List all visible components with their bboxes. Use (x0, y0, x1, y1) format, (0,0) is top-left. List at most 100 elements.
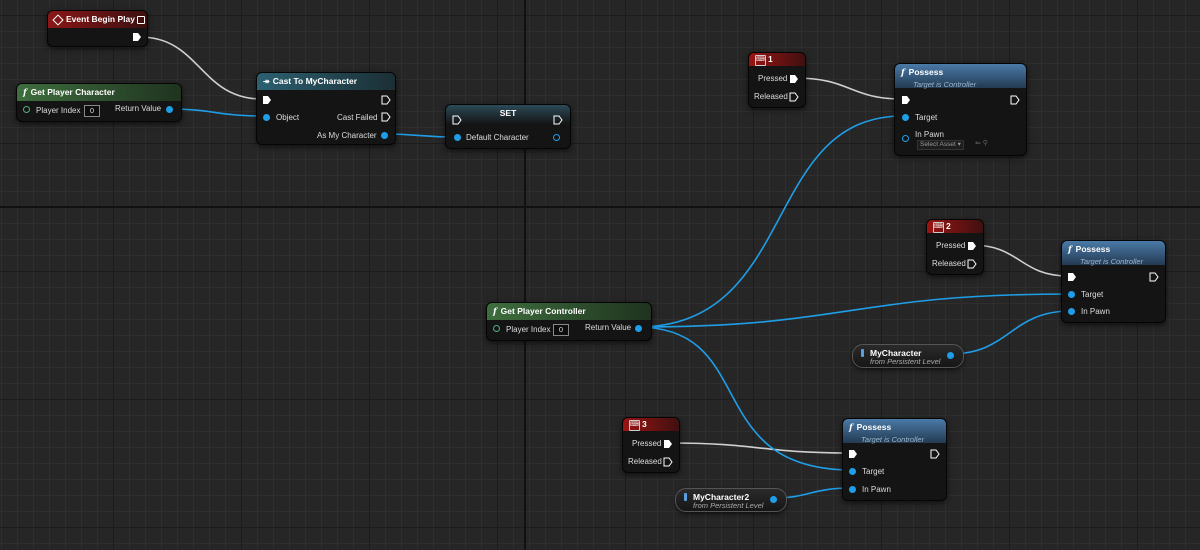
key-3-number: 3 (642, 419, 647, 429)
exec-wire-key2-to-possess2 (971, 244, 1069, 277)
mycharacter-output-pin[interactable] (947, 352, 954, 359)
set-exec-in-pin[interactable] (452, 115, 462, 125)
possess-1-exec-out-pin[interactable] (1010, 95, 1020, 105)
cast-exec-out-pin[interactable] (381, 95, 391, 105)
possess-3-subtitle: Target is Controller (861, 435, 925, 444)
possess-2-exec-out-pin[interactable] (1149, 272, 1159, 282)
grid-axis-vertical (524, 0, 526, 550)
event-begin-play-node[interactable]: Event Begin Play (47, 10, 148, 47)
possess-2-title: Possess (1075, 244, 1111, 254)
exec-wire-key1-to-possess1 (795, 77, 903, 100)
mycharacter-variable-node[interactable]: MyCharacter from Persistent Level (852, 344, 964, 368)
controller-player-index-pin[interactable] (493, 325, 500, 332)
keyboard-icon: ⌨ (629, 420, 640, 431)
possess-2-inpawn-label: In Pawn (1081, 307, 1110, 316)
possess-3-inpawn-label: In Pawn (862, 485, 891, 494)
mycharacter2-variable-node[interactable]: MyCharacter2 from Persistent Level (675, 488, 787, 512)
possess-3-target-pin[interactable] (849, 468, 856, 475)
mycharacter-source: from Persistent Level (870, 357, 941, 366)
mycharacter2-output-pin[interactable] (770, 496, 777, 503)
function-icon: f (849, 423, 853, 433)
key-3-released-label: Released (628, 457, 662, 466)
key-1-pressed-label: Pressed (758, 74, 788, 83)
set-node[interactable]: SET Default Character (445, 104, 571, 149)
cast-failed-label: Cast Failed (337, 113, 378, 122)
object-label: Object (276, 113, 300, 122)
browse-icon[interactable]: ⇐ ⚲ (975, 140, 988, 147)
player-index-label: Player Index (36, 106, 81, 115)
possess-3-exec-out-pin[interactable] (930, 449, 940, 459)
key-2-pressed-pin[interactable] (967, 241, 977, 251)
mycharacter2-source: from Persistent Level (693, 501, 764, 510)
possess-2-inpawn-pin[interactable] (1068, 308, 1075, 315)
key-2-released-label: Released (932, 259, 966, 268)
key-3-header: ⌨ 3 (623, 418, 679, 431)
object-pin[interactable] (263, 114, 270, 121)
set-exec-out-pin[interactable] (553, 115, 563, 125)
key-1-released-pin[interactable] (789, 92, 799, 102)
possess-1-exec-in-pin[interactable] (901, 95, 911, 105)
key-2-released-pin[interactable] (967, 259, 977, 269)
key-3-pressed-pin[interactable] (663, 439, 673, 449)
cast-to-mycharacter-node[interactable]: ↠Cast To MyCharacter Object Cast Failed … (256, 72, 396, 145)
possess-2-exec-in-pin[interactable] (1067, 272, 1077, 282)
key-2-number: 2 (946, 221, 951, 231)
possess-2-target-label: Target (1081, 290, 1104, 299)
default-character-label: Default Character (466, 133, 529, 142)
set-output-pin[interactable] (553, 134, 560, 141)
function-icon: f (493, 307, 497, 317)
data-wire-character-to-object (167, 108, 266, 117)
cast-exec-in-pin[interactable] (262, 95, 272, 105)
controller-player-index-input[interactable]: 0 (553, 324, 569, 336)
event-begin-play-header: Event Begin Play (48, 11, 147, 28)
possess-1-title: Possess (908, 67, 944, 77)
possess-3-inpawn-pin[interactable] (849, 486, 856, 493)
keyboard-icon: ⌨ (933, 222, 944, 233)
player-index-pin[interactable] (23, 106, 30, 113)
key-1-number: 1 (768, 54, 773, 64)
controller-player-index-label: Player Index (506, 325, 551, 334)
cast-failed-pin[interactable] (381, 112, 391, 122)
data-wire-mycharacter-to-inpawn2 (949, 310, 1072, 355)
return-value-pin[interactable] (166, 106, 173, 113)
key-3-event-node[interactable]: ⌨ 3 Pressed Released (622, 417, 680, 473)
possess-2-target-pin[interactable] (1068, 291, 1075, 298)
possess-1-target-pin[interactable] (902, 114, 909, 121)
possess-3-exec-in-pin[interactable] (848, 449, 858, 459)
default-character-pin[interactable] (454, 134, 461, 141)
event-icon (52, 14, 64, 26)
cast-icon: ↠ (263, 77, 270, 86)
data-wire-controller-to-target3 (636, 326, 853, 471)
possess-3-target-label: Target (862, 467, 885, 476)
data-wire-controller-to-target2 (636, 293, 1072, 328)
function-icon: f (1068, 245, 1072, 255)
possess-1-target-label: Target (915, 113, 938, 122)
mycharacter2-name: MyCharacter2 (693, 492, 750, 502)
select-asset-dropdown[interactable]: Select Asset ▾ (917, 140, 964, 150)
possess-3-title: Possess (856, 422, 892, 432)
key-1-header: ⌨ 1 (749, 53, 805, 66)
player-index-input[interactable]: 0 (84, 105, 100, 117)
controller-return-value-pin[interactable] (635, 325, 642, 332)
event-begin-play-title: Event Begin Play (66, 14, 135, 24)
key-3-released-pin[interactable] (663, 457, 673, 467)
possess-1-inpawn-pin[interactable] (902, 135, 909, 142)
key-2-event-node[interactable]: ⌨ 2 Pressed Released (926, 219, 984, 275)
as-mycharacter-label: As My Character (317, 131, 377, 140)
exec-out-pin[interactable] (132, 32, 142, 42)
return-value-label: Return Value (115, 104, 162, 113)
function-icon: f (901, 68, 905, 78)
key-1-released-label: Released (754, 92, 788, 101)
key-1-event-node[interactable]: ⌨ 1 Pressed Released (748, 52, 806, 108)
function-icon: f (23, 88, 27, 98)
key-1-pressed-pin[interactable] (789, 74, 799, 84)
as-mycharacter-pin[interactable] (381, 132, 388, 139)
